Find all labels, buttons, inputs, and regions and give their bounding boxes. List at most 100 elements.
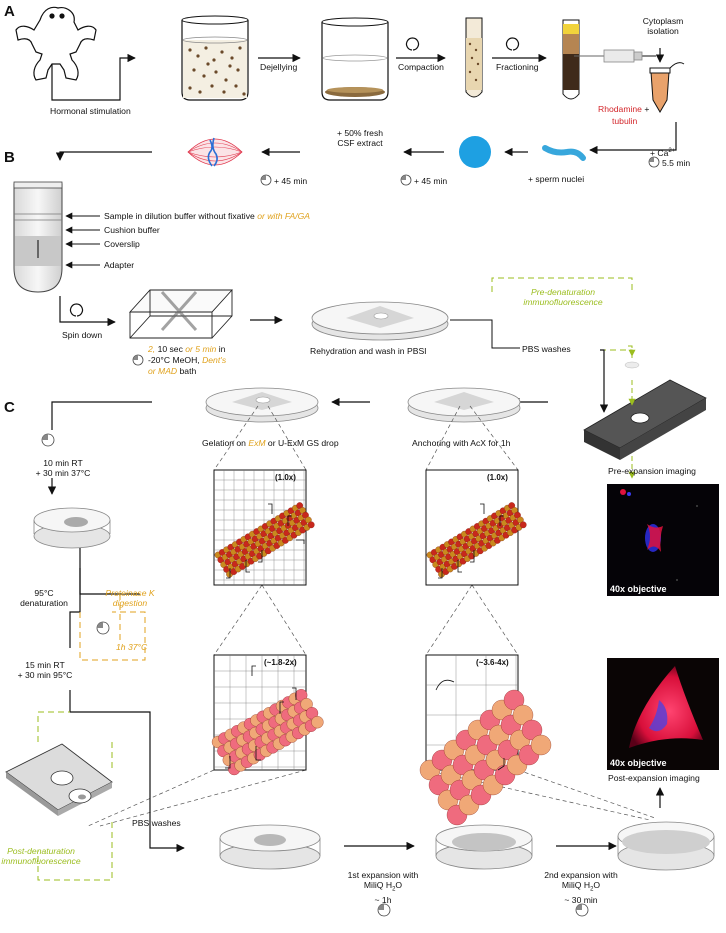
tubulin-bead [311, 716, 324, 729]
anchor-hook [457, 560, 462, 573]
timer-icon [132, 354, 144, 366]
meoh-g: or MAD [148, 366, 178, 376]
anchor-hook [435, 679, 455, 691]
label-ca: + Ca2+ [650, 146, 675, 158]
timer-icon [41, 433, 55, 447]
objective-1: 40x objective [610, 584, 667, 594]
timer-icon [260, 174, 272, 186]
label-sample-2: or with FA/GA [257, 211, 311, 221]
label-15min-1: 15 min RT [25, 660, 65, 670]
anchor-hook [279, 701, 284, 714]
gel-c: or [265, 438, 278, 448]
exp2-1: 2nd expansion with [544, 870, 618, 880]
label-post-den: Post-denaturation immunofluorescence [0, 846, 82, 866]
anchor-hook [287, 515, 292, 526]
tubulin-bead [300, 698, 313, 711]
label-cytoplasm: Cytoplasm isolation [633, 16, 693, 36]
label-fresh-1: + 50% fresh [336, 128, 384, 138]
exp1-sub: 2 [392, 886, 396, 893]
label-rhodamine: Rhodamine + [598, 104, 649, 114]
label-pre-den: Pre-denaturation immunofluorescence [508, 287, 618, 307]
exp1-2: MiliQ H [363, 880, 393, 890]
zoom-box-anchoring [425, 469, 527, 586]
anchor-hook [268, 503, 273, 514]
label-sperm: + sperm nuclei [528, 174, 585, 184]
spin-tube-icon [13, 181, 63, 293]
zoom-box-expansion-1 [211, 654, 324, 776]
label-prot-2: digestion [112, 598, 148, 608]
label-1h37: 1h 37°C [116, 642, 148, 652]
meoh-d: in [216, 344, 226, 354]
label-pbs2: PBS washes [132, 818, 181, 828]
exp2-4: ~ 30 min [564, 894, 598, 905]
tubulin-bead [512, 704, 534, 726]
anchor-hook [226, 568, 231, 579]
anchor-hook [470, 550, 475, 563]
label-cushion: Cushion buffer [104, 225, 160, 235]
spindle-icon [187, 137, 243, 167]
label-ca-sup: 2+ [668, 148, 676, 154]
tubulin-bead [305, 707, 319, 720]
label-prot: Proteinase K digestion [98, 588, 162, 608]
exp1-1: 1st expansion with [347, 870, 419, 880]
label-fresh: + 50% fresh CSF extract [320, 128, 400, 148]
panel-label-b: B [4, 149, 15, 166]
meoh-a: 2, [148, 344, 158, 354]
label-post-den-2: immunofluorescence [1, 856, 81, 866]
label-rt-1: 10 min RT [43, 458, 83, 468]
label-pre-den-2: immunofluorescence [523, 297, 603, 307]
anchor-hook [292, 687, 297, 700]
label-45min-a: + 45 min [274, 176, 308, 186]
label-cytoplasm-2: isolation [647, 26, 679, 36]
petri-dish-icon [311, 301, 449, 341]
petri-dish-icon-6 [435, 824, 533, 870]
label-tubulin: tubulin [612, 116, 638, 126]
label-ca-text: + Ca [650, 147, 669, 158]
anchor-hook [258, 550, 263, 563]
exp2-sub: 2 [590, 886, 594, 893]
label-rehydration: Rehydration and wash in PBSI [310, 346, 427, 356]
label-denat-2: denaturation [20, 598, 68, 608]
beaker-icon [181, 15, 249, 101]
gel-a: Gelation on [202, 438, 249, 448]
timer-icon [96, 621, 110, 635]
petri-dish-icon-4 [33, 507, 111, 549]
label-exp1: 1st expansion with MiliQ H2O ~ 1h [340, 870, 426, 905]
label-spin: Spin down [62, 330, 103, 340]
timer-icon [648, 156, 660, 168]
gel-d: U-ExM GS drop [277, 438, 339, 448]
label-rhodamine-text: Rhodamine [598, 104, 642, 114]
label-meoh: 2, 10 sec or 5 min in -20°C MeOH, Dent's… [148, 344, 226, 377]
tubulin-bead [521, 719, 543, 741]
syringe-icon [574, 49, 656, 63]
sperm-icon [542, 145, 586, 161]
exp1-3: O [395, 880, 403, 890]
panel-label-a: A [4, 3, 15, 20]
droplet-icon [459, 136, 491, 168]
label-post-img: Post-expansion imaging [608, 773, 700, 783]
meoh-c: or 5 min [185, 344, 217, 354]
label-rt-2: + 30 min 37°C [35, 468, 91, 478]
label-sample-1: Sample in dilution buffer without fixati… [104, 211, 258, 221]
label-cytoplasm-1: Cytoplasm [642, 16, 684, 26]
label-denat: 95°C denaturation [14, 588, 74, 608]
label-15min-2: + 30 min 95°C [17, 670, 73, 680]
tubulin-bead [503, 689, 525, 711]
meoh-e: -20°C MeOH, [148, 355, 203, 365]
label-compaction: Compaction [398, 62, 444, 72]
meoh-h: bath [177, 366, 197, 376]
exp2-2: MiliQ H [561, 880, 591, 890]
post-expansion-image [607, 658, 719, 770]
fraction-tube-icon [562, 19, 580, 100]
anchor-hook [255, 746, 261, 761]
mag-1: (1.0x) [275, 473, 296, 482]
label-fractioning: Fractioning [496, 62, 539, 72]
objective-2: 40x objective [610, 758, 667, 768]
panel-label-c: C [4, 399, 15, 416]
zoom-box-gelation [213, 469, 315, 586]
label-pre-img: Pre-expansion imaging [608, 466, 696, 476]
timer-icon [377, 903, 391, 917]
label-adapter: Adapter [104, 260, 135, 270]
beaker-icon-2 [321, 17, 389, 101]
